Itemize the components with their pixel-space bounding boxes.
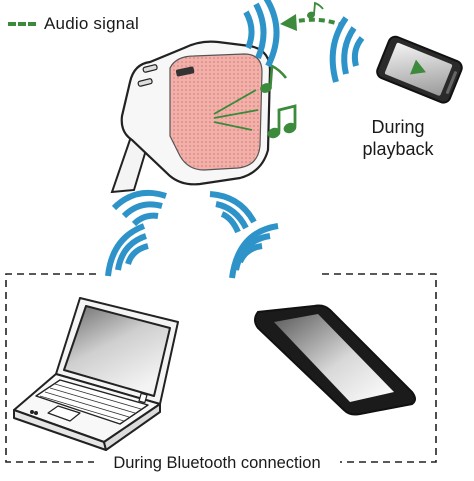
wireless-wave-icon <box>329 16 365 83</box>
laptop-icon <box>13 297 179 451</box>
music-note-icon <box>306 1 324 19</box>
audio-signal-lines <box>213 89 259 131</box>
playback-label: During playback <box>352 116 444 160</box>
legend-label: Audio signal <box>44 14 140 33</box>
speaker-icon <box>110 40 272 194</box>
bluetooth-connection-label: During Bluetooth connection <box>94 452 340 474</box>
music-note-icon <box>260 63 297 139</box>
wireless-wave-icon <box>243 0 280 68</box>
tablet-icon <box>254 304 416 416</box>
smartphone-icon <box>376 35 463 104</box>
legend: Audio signal <box>8 12 139 36</box>
legend-dashed-line <box>8 22 36 26</box>
wireless-wave-icon <box>105 190 279 279</box>
play-icon <box>409 59 426 75</box>
playback-label-line1: During <box>371 117 425 137</box>
bluetooth-connection-frame <box>5 273 437 463</box>
playback-label-line2: playback <box>362 139 434 159</box>
